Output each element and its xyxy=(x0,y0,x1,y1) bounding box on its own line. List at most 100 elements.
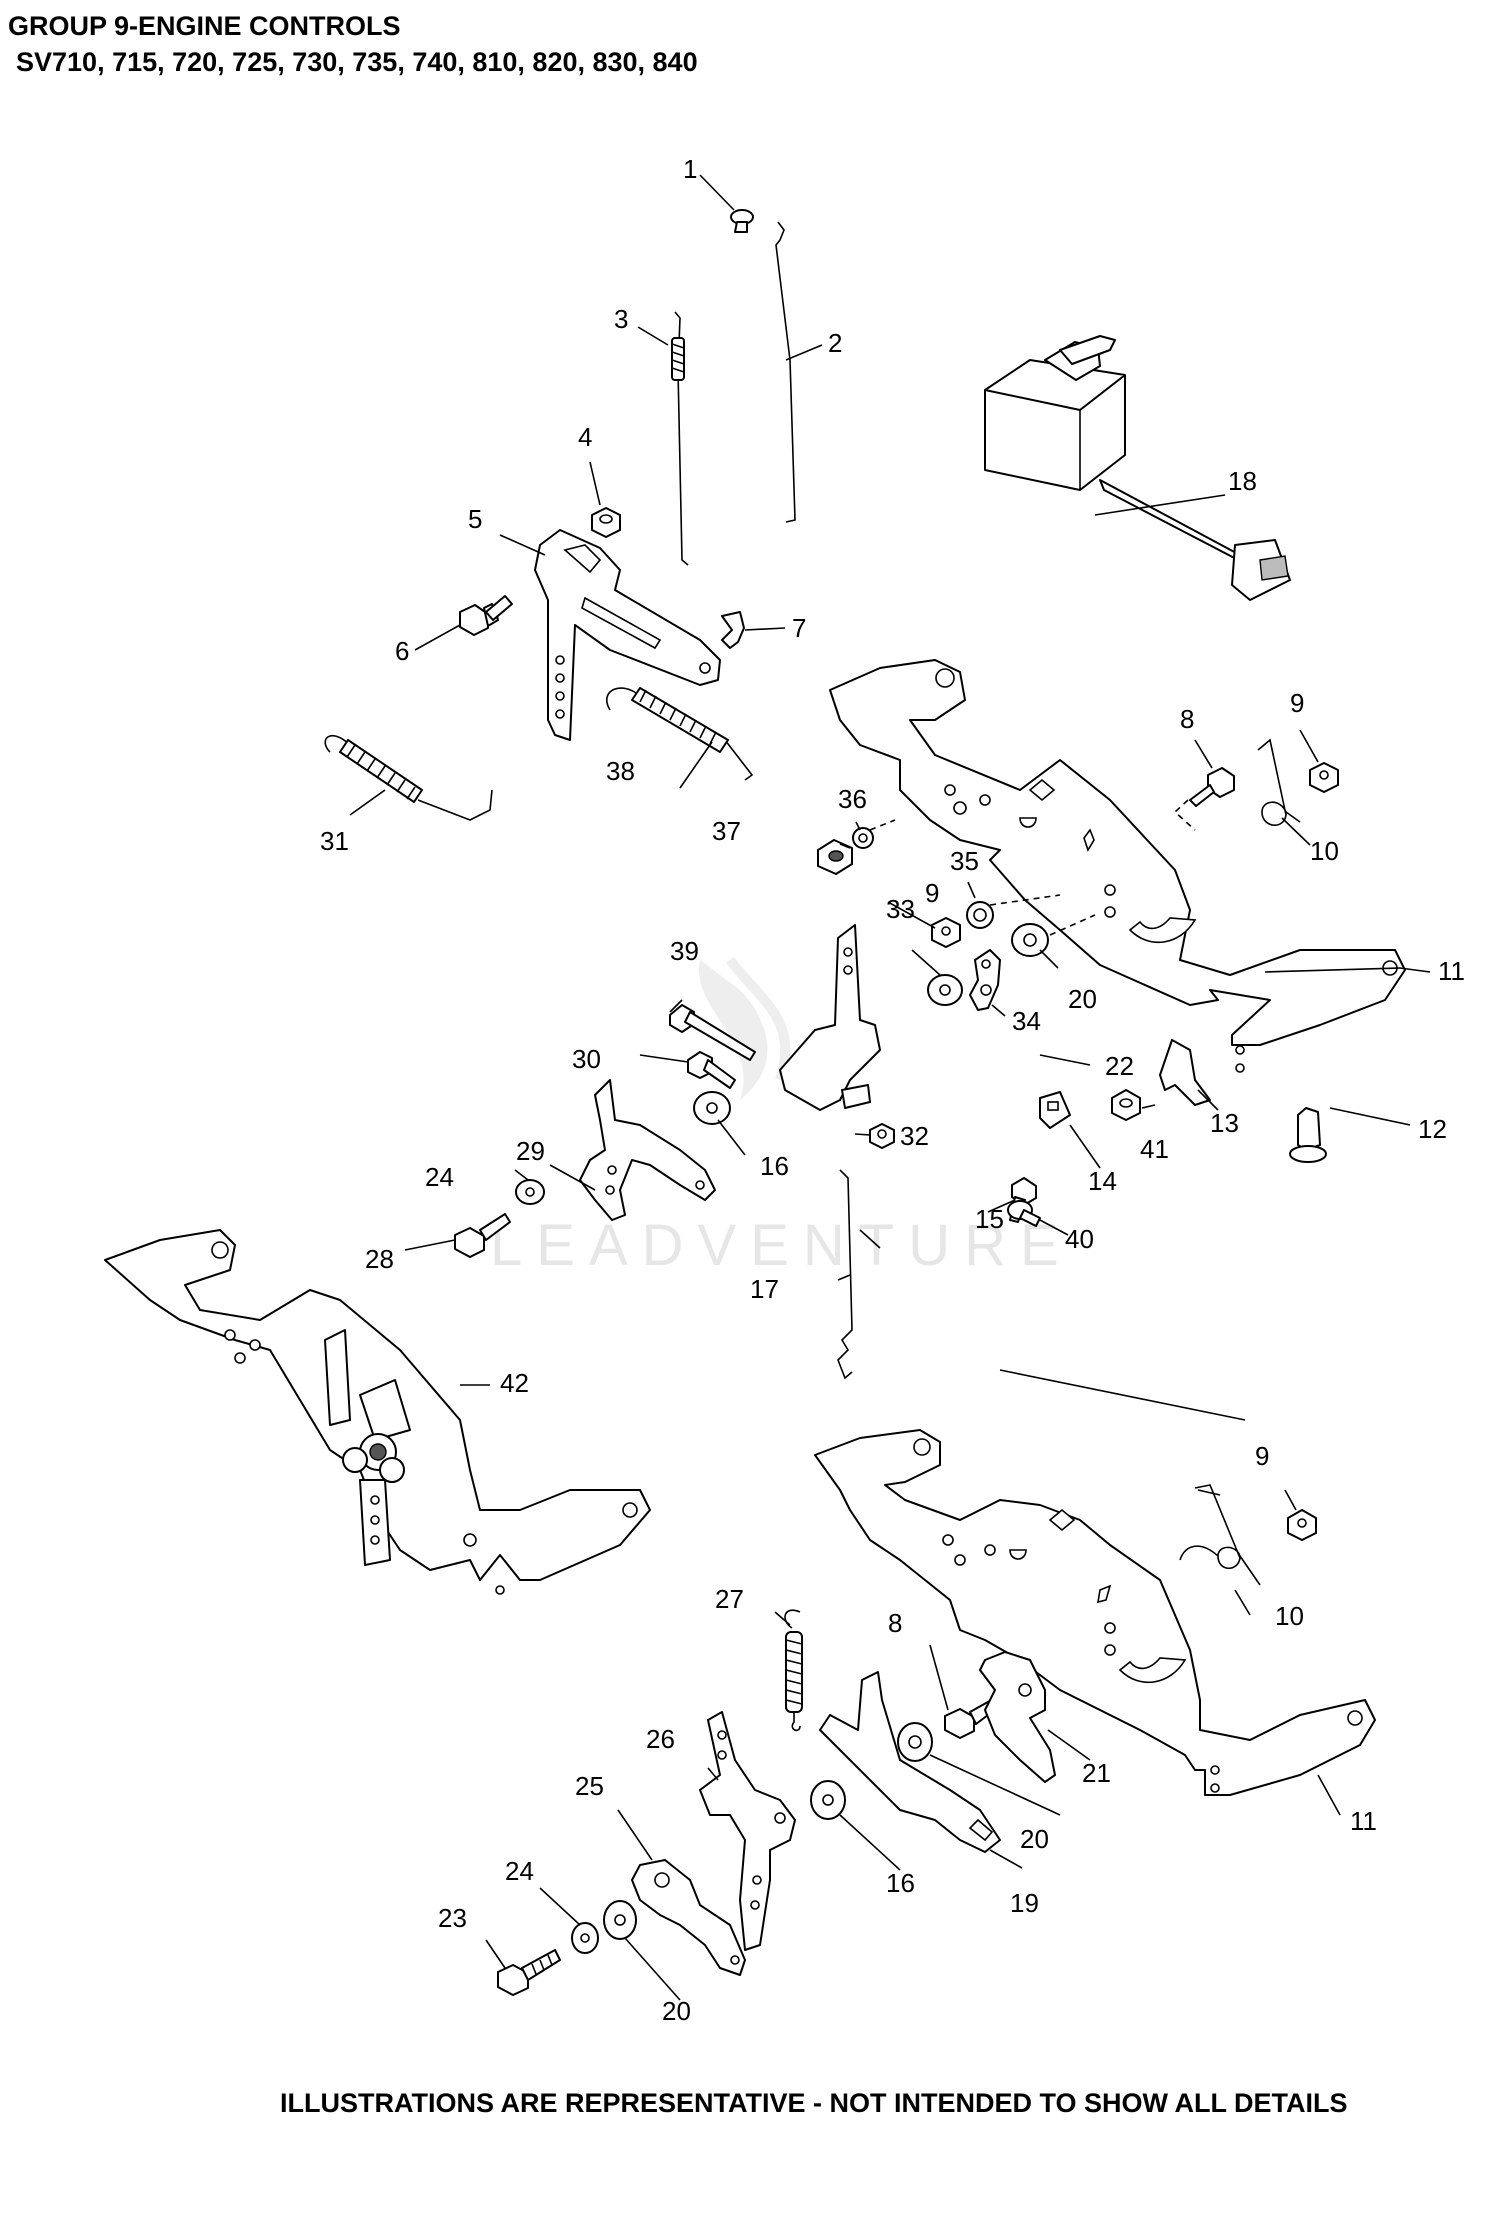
callout-41[interactable]: 41 xyxy=(1140,1134,1169,1164)
part-9-nut-middle[interactable] xyxy=(931,917,961,948)
part-8-screw-upper[interactable] xyxy=(1189,767,1235,807)
part-27-spring[interactable] xyxy=(784,1609,803,1732)
callout-34[interactable]: 34 xyxy=(1012,1006,1041,1036)
part-26-lever[interactable] xyxy=(699,1711,796,1951)
part-32-nut[interactable] xyxy=(869,1123,895,1149)
callout-33[interactable]: 33 xyxy=(886,894,915,924)
callout-40[interactable]: 40 xyxy=(1065,1224,1094,1254)
callout-9-lower[interactable]: 9 xyxy=(1255,1441,1269,1471)
callout-17[interactable]: 17 xyxy=(750,1274,779,1304)
callout-9-middle[interactable]: 9 xyxy=(925,878,939,908)
part-24-washer-lower[interactable] xyxy=(571,1922,599,1954)
part-7-clip[interactable] xyxy=(721,611,745,649)
part-13-cable-clip[interactable] xyxy=(1159,1039,1211,1106)
callout-20-lower-right[interactable]: 20 xyxy=(1020,1824,1049,1854)
callout-29[interactable]: 29 xyxy=(516,1136,545,1166)
callout-39[interactable]: 39 xyxy=(670,936,699,966)
part-39-bolt[interactable] xyxy=(669,1004,756,1061)
part-25-governor-plate[interactable] xyxy=(631,1859,746,1976)
part-34-small-lever[interactable] xyxy=(969,949,1001,1011)
part-30-bolt[interactable] xyxy=(687,1051,736,1089)
part-28-screw[interactable] xyxy=(454,1213,511,1258)
part-11-bracket-lower[interactable] xyxy=(814,1429,1376,1796)
part-14-clamp[interactable] xyxy=(1039,1091,1071,1129)
callout-22[interactable]: 22 xyxy=(1105,1051,1134,1081)
part-2-rod[interactable] xyxy=(775,221,796,523)
part-21-lever[interactable] xyxy=(979,1651,1056,1783)
callout-10-upper[interactable]: 10 xyxy=(1310,836,1339,866)
callout-42[interactable]: 42 xyxy=(500,1368,529,1398)
part-40-screw[interactable] xyxy=(1007,1200,1041,1227)
callout-14[interactable]: 14 xyxy=(1088,1166,1117,1196)
callout-27[interactable]: 27 xyxy=(715,1584,744,1614)
callout-35[interactable]: 35 xyxy=(950,846,979,876)
callout-1[interactable]: 1 xyxy=(683,154,697,184)
part-16-washer-lower[interactable] xyxy=(810,1780,846,1820)
callout-18[interactable]: 18 xyxy=(1228,466,1257,496)
callout-32[interactable]: 32 xyxy=(900,1121,929,1151)
callout-37[interactable]: 37 xyxy=(712,816,741,846)
callout-9-upper[interactable]: 9 xyxy=(1290,688,1304,718)
part-9-nut-lower[interactable] xyxy=(1287,1509,1317,1541)
callout-24-lower[interactable]: 24 xyxy=(505,1856,534,1886)
callout-4[interactable]: 4 xyxy=(578,422,592,452)
callout-20-middle[interactable]: 20 xyxy=(1068,984,1097,1014)
part-29-governor-lever[interactable] xyxy=(579,1079,716,1221)
callout-24-upper[interactable]: 24 xyxy=(425,1162,454,1192)
part-36-washer[interactable] xyxy=(852,827,874,849)
part-1-screw[interactable] xyxy=(730,209,754,233)
callout-8-upper[interactable]: 8 xyxy=(1180,704,1194,734)
callout-11-lower[interactable]: 11 xyxy=(1350,1806,1377,1836)
part-23-screw[interactable] xyxy=(497,1949,561,1996)
callout-5[interactable]: 5 xyxy=(468,504,482,534)
callout-10-lower[interactable]: 10 xyxy=(1275,1601,1304,1631)
part-31-spring[interactable] xyxy=(324,734,493,821)
callout-19[interactable]: 19 xyxy=(1010,1888,1039,1918)
part-16-washer-upper[interactable] xyxy=(693,1091,731,1125)
callout-7[interactable]: 7 xyxy=(792,613,806,643)
callout-12[interactable]: 12 xyxy=(1418,1114,1447,1144)
callout-15[interactable]: 15 xyxy=(975,1204,1004,1234)
callout-2[interactable]: 2 xyxy=(828,328,842,358)
part-22-choke-lever[interactable] xyxy=(779,924,881,1111)
callout-30[interactable]: 30 xyxy=(572,1044,601,1074)
callout-25[interactable]: 25 xyxy=(575,1771,604,1801)
callout-13[interactable]: 13 xyxy=(1210,1108,1239,1138)
callout-16-lower[interactable]: 16 xyxy=(886,1868,915,1898)
part-6-screw[interactable] xyxy=(459,595,513,636)
callout-36[interactable]: 36 xyxy=(838,784,867,814)
part-19-lever[interactable] xyxy=(819,1671,1001,1853)
part-10-spring-lower[interactable] xyxy=(1179,1484,1261,1586)
part-42-bracket-assembly[interactable] xyxy=(104,1229,651,1595)
part-20-washer-lower-left[interactable] xyxy=(603,1900,637,1940)
part-4-nut[interactable] xyxy=(591,507,621,538)
part-20-washer-middle[interactable] xyxy=(1011,923,1049,957)
part-11-bracket-upper[interactable] xyxy=(829,659,1406,1073)
callout-23[interactable]: 23 xyxy=(438,1903,467,1933)
part-10-spring-upper[interactable] xyxy=(1257,738,1301,826)
callout-3[interactable]: 3 xyxy=(614,304,628,334)
callout-38[interactable]: 38 xyxy=(606,756,635,786)
callout-26[interactable]: 26 xyxy=(646,1724,675,1754)
part-24-washer-upper[interactable] xyxy=(515,1179,545,1205)
part-18-stepper-motor[interactable] xyxy=(984,335,1291,601)
callout-11-upper[interactable]: 11 xyxy=(1438,956,1465,986)
callout-20-lower-left[interactable]: 20 xyxy=(662,1996,691,2026)
callout-21[interactable]: 21 xyxy=(1082,1758,1111,1788)
part-33-washer[interactable] xyxy=(927,974,963,1006)
part-17-link-rod[interactable] xyxy=(837,1169,853,1380)
callout-16-upper[interactable]: 16 xyxy=(760,1151,789,1181)
part-20-washer-lower-right[interactable] xyxy=(897,1722,933,1762)
callout-31[interactable]: 31 xyxy=(320,826,349,856)
part-38-spring[interactable] xyxy=(606,687,754,781)
callout-8-lower[interactable]: 8 xyxy=(888,1608,902,1638)
callout-6[interactable]: 6 xyxy=(395,636,409,666)
part-37-nut[interactable] xyxy=(817,839,853,875)
part-9-nut-upper[interactable] xyxy=(1309,762,1339,793)
part-12-screw[interactable] xyxy=(1289,1107,1327,1163)
part-41-nut[interactable] xyxy=(1111,1089,1141,1121)
part-35-bushing[interactable] xyxy=(966,901,994,929)
part-5-lever-bracket[interactable] xyxy=(534,529,721,741)
callout-28[interactable]: 28 xyxy=(365,1244,394,1274)
part-3-spring-wire[interactable] xyxy=(671,311,689,566)
